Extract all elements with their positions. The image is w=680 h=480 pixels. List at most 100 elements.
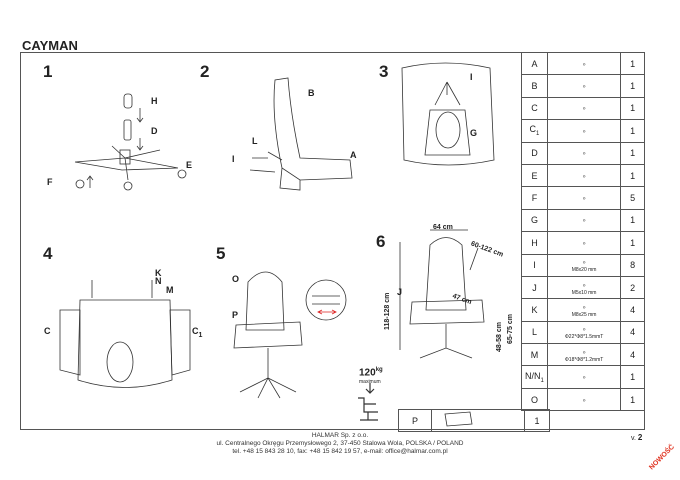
part-sketch-icon: ◦ xyxy=(582,279,586,290)
parts-table-row: C ◦ 1 xyxy=(521,96,645,121)
part-quantity: 1 xyxy=(620,51,645,76)
part-quantity: 1 xyxy=(620,387,645,412)
part-quantity: 4 xyxy=(620,320,645,345)
part-illustration: ◦ xyxy=(546,208,622,233)
weight-icon xyxy=(358,383,378,421)
part-code: C1 xyxy=(521,119,548,143)
part-sketch-icon: ◦ xyxy=(582,58,586,69)
callout-m: M xyxy=(166,285,174,295)
part-caption: M8x25 mm xyxy=(571,311,597,318)
part-code: A xyxy=(521,51,548,76)
callout-d: D xyxy=(151,126,158,136)
part-sketch-icon: ◦ xyxy=(582,372,586,383)
part-quantity: 4 xyxy=(620,298,645,322)
part-code: G xyxy=(521,208,548,233)
part-illustration: ◦ xyxy=(546,141,622,165)
part-caption: M8x20 mm xyxy=(571,267,597,274)
part-code: N/N1 xyxy=(521,365,548,389)
part-sketch-icon: ◦ xyxy=(582,81,586,92)
callout-b: B xyxy=(308,88,315,98)
callout-c1: C1 xyxy=(192,326,203,339)
part-sketch-icon: ◦ xyxy=(582,324,586,335)
part-sketch-icon: ◦ xyxy=(582,103,586,114)
step5-chair-drawing xyxy=(233,271,347,399)
part-illustration: ◦ xyxy=(546,96,622,121)
part-sketch-icon: ◦ xyxy=(582,125,586,136)
parts-table-row: E◦1 xyxy=(521,163,645,188)
callout-g: G xyxy=(470,128,478,138)
part-code: M xyxy=(521,343,548,367)
footer-address: ul. Centralnego Okręgu Przemysłowego 2, … xyxy=(216,440,464,447)
part-illustration: ◦ xyxy=(546,365,622,389)
part-illustration: ◦M8x25 mm xyxy=(546,298,622,322)
callout-e: E xyxy=(186,160,193,170)
part-illustration: ◦M8x20 mm xyxy=(546,253,622,277)
parts-table-row: A ◦ 1 xyxy=(521,51,645,76)
part-quantity: 2 xyxy=(620,275,645,300)
step-number-6: 6 xyxy=(376,232,386,251)
part-sketch-icon: ◦ xyxy=(582,193,586,204)
part-illustration: ◦ xyxy=(546,163,622,188)
part-quantity: 1 xyxy=(620,74,645,98)
part-illustration: ◦ xyxy=(546,119,622,143)
step-number-3: 3 xyxy=(379,62,389,81)
part-quantity: 1 xyxy=(620,119,645,143)
part-sketch-icon: ◦ xyxy=(582,170,586,181)
callout-p: P xyxy=(232,310,239,320)
callout-i-step3: I xyxy=(470,72,473,82)
parts-table-row: N/N1◦1 xyxy=(521,365,645,389)
part-quantity: 1 xyxy=(620,163,645,188)
part-illustration: ◦ xyxy=(546,186,622,210)
part-illustration: ◦ xyxy=(546,74,622,98)
part-caption: Φ22*Φ8*1.5mmT xyxy=(564,334,604,341)
part-p-image xyxy=(431,409,525,432)
part-p-row: P 1 xyxy=(398,409,550,432)
callout-l: L xyxy=(252,136,258,146)
part-caption: M5x10 mm xyxy=(571,289,597,296)
part-p-qty: 1 xyxy=(524,409,550,432)
part-quantity: 5 xyxy=(620,186,645,210)
step-number-1: 1 xyxy=(43,62,53,81)
parts-table-row: B ◦ 1 xyxy=(521,74,645,98)
weight-caption: maximum xyxy=(359,379,381,385)
parts-table-row: F◦5 xyxy=(521,186,645,210)
part-code: C xyxy=(521,96,548,121)
parts-table-row: G◦1 xyxy=(521,208,645,233)
part-code: B xyxy=(521,74,548,98)
part-quantity: 4 xyxy=(620,343,645,367)
part-code: I xyxy=(521,253,548,277)
callout-j: J xyxy=(397,287,403,297)
part-quantity: 1 xyxy=(620,96,645,121)
instruction-frame xyxy=(20,52,645,430)
dimension-seat-height: 48-58 cm xyxy=(496,322,503,352)
part-p-code: P xyxy=(398,409,432,432)
dimension-width: 64 cm xyxy=(433,224,453,231)
step-number-5: 5 xyxy=(216,244,226,263)
parts-table-row: H◦1 xyxy=(521,231,645,255)
part-code: K xyxy=(521,298,548,322)
part-illustration: ◦ xyxy=(546,387,622,412)
version-label: v. 2 xyxy=(631,433,643,442)
callout-f: F xyxy=(47,177,53,187)
part-illustration: ◦Φ22*Φ8*1.5mmT xyxy=(546,320,622,345)
callout-a: A xyxy=(350,150,357,160)
callout-c: C xyxy=(44,326,51,336)
dimension-height: 118-128 cm xyxy=(384,292,391,330)
part-sketch-icon: ◦ xyxy=(582,301,586,312)
part-illustration: ◦Φ18*Φ8*1.2mmT xyxy=(546,343,622,367)
part-code: H xyxy=(521,231,548,255)
parts-table-row: D◦1 xyxy=(521,141,645,165)
part-sketch-icon: ◦ xyxy=(582,394,586,405)
company-footer: HALMAR Sp. z o.o. ul. Centralnego Okręgu… xyxy=(0,432,680,456)
part-quantity: 8 xyxy=(620,253,645,277)
part-code: L xyxy=(521,320,548,345)
part-code: O xyxy=(521,387,548,412)
part-sketch-icon: ◦ xyxy=(582,237,586,248)
document-title: CAYMAN xyxy=(22,38,78,53)
